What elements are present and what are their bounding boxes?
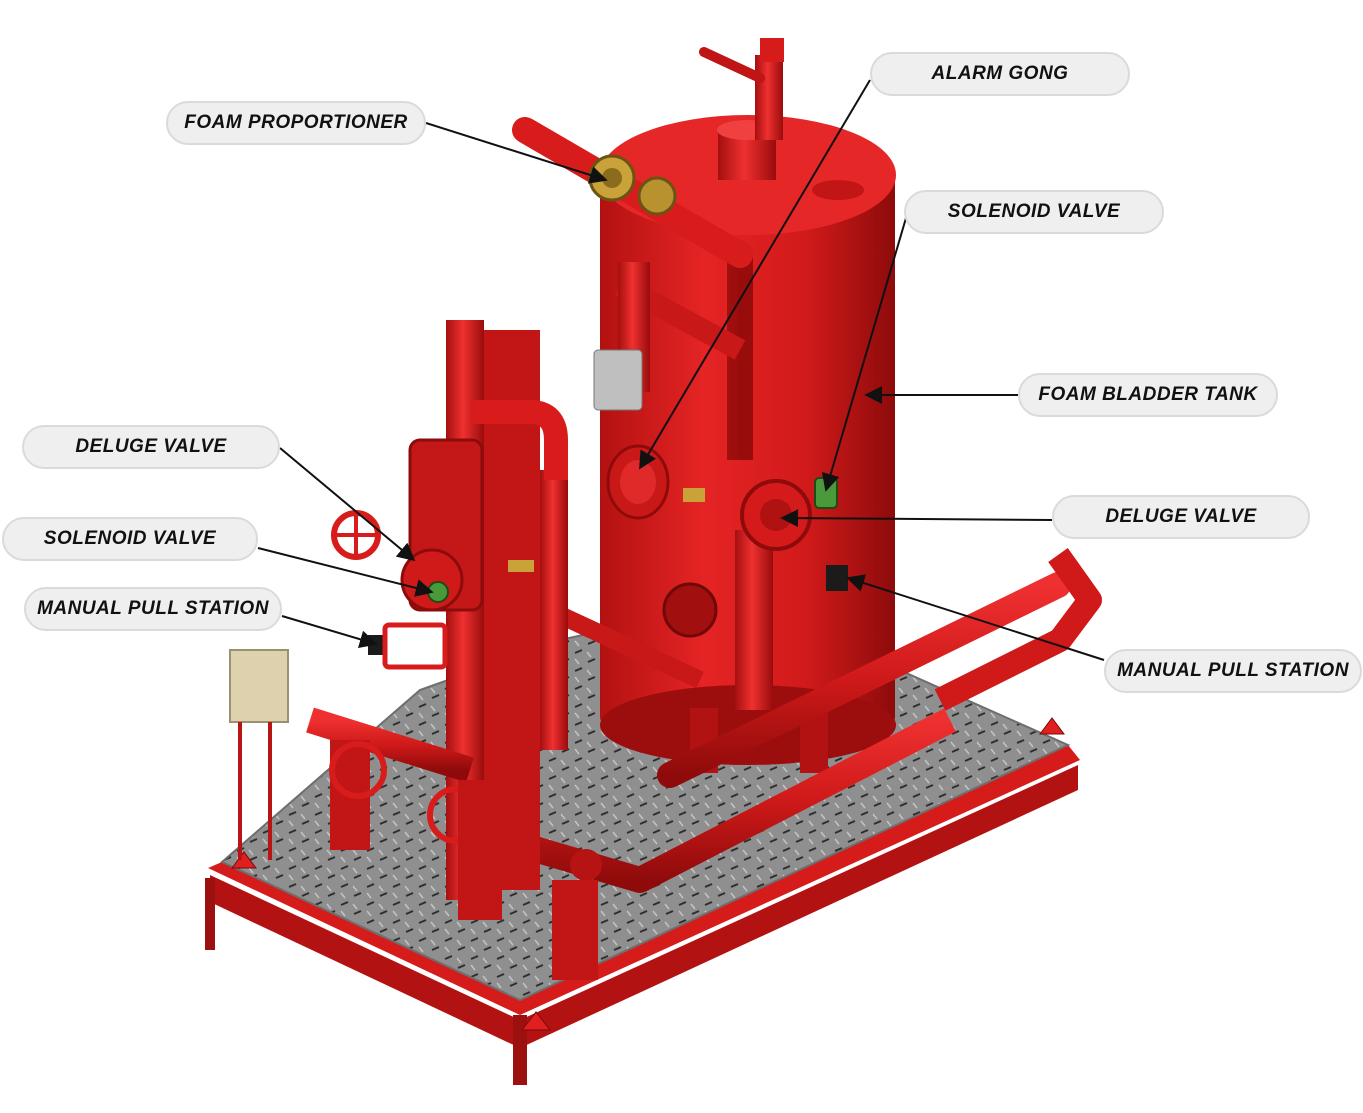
callout-deluge-valve-left: DELUGE VALVE	[22, 425, 280, 469]
right-valve-train	[660, 463, 870, 710]
callout-label: MANUAL PULL STATION	[37, 598, 269, 619]
leader-solenoid-right	[821, 217, 907, 492]
lower-valves	[306, 707, 598, 980]
leader-pull-left	[281, 615, 378, 649]
callout-alarm-gong: ALARM GONG	[870, 52, 1130, 96]
callout-solenoid-valve-left: SOLENOID VALVE	[2, 517, 258, 561]
leader-deluge-left	[279, 447, 416, 562]
gate-valve-handwheel	[329, 741, 387, 799]
callout-label: FOAM PROPORTIONER	[184, 112, 408, 133]
callout-solenoid-valve-right: SOLENOID VALVE	[904, 190, 1164, 234]
skid-lift-lug	[1039, 717, 1065, 735]
leader-alarm-gong	[639, 79, 871, 470]
leader-foam-proportioner	[425, 122, 608, 184]
skid-lift-lug	[520, 1011, 552, 1031]
callout-label: SOLENOID VALVE	[43, 528, 217, 549]
callout-deluge-valve-right: DELUGE VALVE	[1052, 495, 1310, 539]
control-panel	[229, 649, 289, 860]
skid-frame-side	[210, 765, 1078, 1048]
alarm-gong	[606, 444, 670, 520]
callout-label: SOLENOID VALVE	[947, 201, 1121, 222]
callout-label: DELUGE VALVE	[1105, 506, 1257, 527]
callout-label: ALARM GONG	[931, 63, 1069, 84]
callout-label: FOAM BLADDER TANK	[1038, 384, 1258, 405]
leader-pull-right	[846, 574, 1105, 661]
callout-label: DELUGE VALVE	[75, 436, 227, 457]
callout-manual-pull-station-right: MANUAL PULL STATION	[1104, 649, 1362, 693]
callout-foam-bladder-tank: FOAM BLADDER TANK	[1018, 373, 1278, 417]
leader-solenoid-left	[257, 547, 434, 597]
callout-label: MANUAL PULL STATION	[1117, 660, 1349, 681]
callout-foam-proportioner: FOAM PROPORTIONER	[166, 101, 426, 145]
leader-lines	[257, 79, 1105, 661]
callout-manual-pull-station-left: MANUAL PULL STATION	[24, 587, 282, 631]
leader-deluge-right	[780, 509, 1053, 528]
